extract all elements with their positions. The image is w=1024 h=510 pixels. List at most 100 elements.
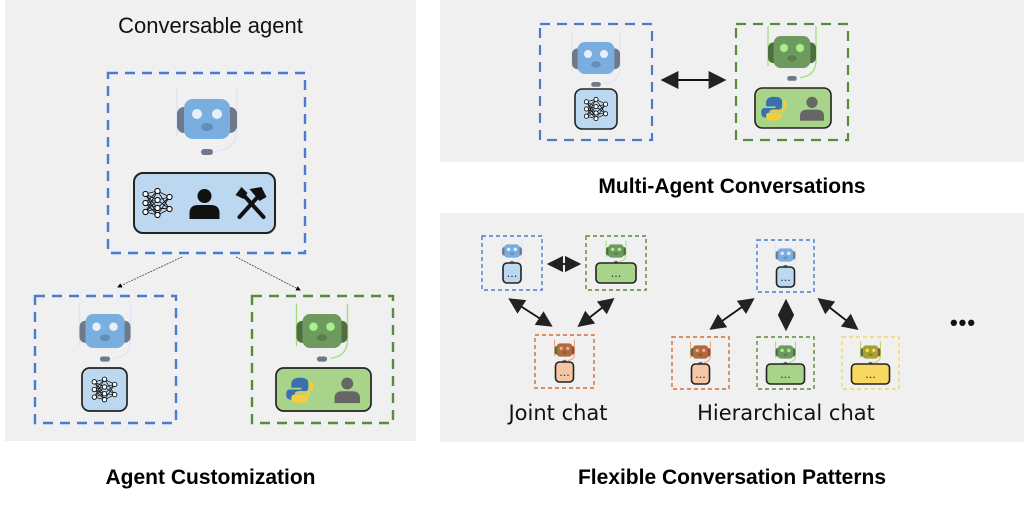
robot-icon: [78, 303, 132, 362]
tools-icon: [235, 187, 267, 219]
patterns-caption: Flexible Conversation Patterns: [577, 466, 887, 489]
headset-wire: [775, 244, 796, 267]
headset-wire: [554, 339, 575, 362]
derive-arrow-left: [117, 256, 183, 288]
robot-head: [85, 314, 125, 348]
robot-head: [773, 36, 811, 68]
robot-head: [504, 244, 520, 258]
robot-eye: [600, 50, 608, 58]
message-card: ...: [850, 363, 891, 385]
headset-wire: [501, 240, 523, 263]
robot-head: [184, 99, 230, 139]
robot-eye: [787, 251, 791, 256]
robot-eye: [92, 322, 101, 331]
robot-icon: [176, 87, 238, 155]
main-agent-frame: [106, 71, 307, 255]
card-background: [690, 363, 711, 385]
capability-card: [81, 367, 128, 412]
robot-mouth: [99, 334, 111, 342]
small-agent-frame: [671, 336, 730, 390]
robot-icon: [501, 240, 523, 263]
robot-eye: [566, 346, 570, 350]
mic: [316, 356, 328, 362]
small-agent-frame: [534, 334, 595, 389]
headset-wire: [78, 303, 132, 359]
agent-frame: [734, 22, 850, 142]
mic: [591, 82, 601, 87]
multi-agent-caption: Multi-Agent Conversations: [598, 175, 866, 198]
more-patterns-ellipsis: •••: [949, 310, 977, 335]
robot-icon: [860, 341, 881, 364]
robot-icon: [775, 341, 796, 364]
child-agent-frame: [250, 294, 395, 425]
small-agent-frame: [756, 336, 815, 390]
robot-eye: [584, 50, 592, 58]
human-icon: [334, 377, 360, 404]
message-card: ...: [775, 266, 796, 288]
robot-eye: [780, 348, 784, 352]
robot-mouth: [698, 353, 703, 356]
robot-eye: [507, 247, 511, 252]
robot-head: [608, 244, 624, 258]
robot-eye: [865, 348, 869, 352]
card-ellipsis: ...: [611, 267, 622, 280]
small-agent-frame: [756, 239, 815, 293]
robot-head: [302, 314, 342, 348]
mic: [787, 76, 797, 81]
capability-card: [754, 87, 832, 129]
capability-card: [133, 172, 276, 234]
card-ellipsis: ...: [780, 368, 791, 381]
small-agent-frame: [481, 235, 543, 291]
card-ellipsis: ...: [780, 271, 791, 284]
capability-card: [275, 367, 372, 412]
python-icon: [286, 377, 314, 404]
robot-mouth: [614, 252, 618, 255]
headset-wire: [605, 240, 627, 263]
headset-wire: [295, 303, 349, 359]
agent-customization-caption: Agent Customization: [105, 466, 316, 489]
robot-mouth: [868, 353, 873, 356]
python-icon: [761, 96, 787, 121]
mic: [99, 356, 111, 362]
robot-mouth: [783, 353, 788, 356]
small-agent-frame: [841, 336, 900, 390]
robot-head: [556, 343, 573, 357]
robot-mouth: [510, 252, 514, 255]
robot-eye: [513, 247, 517, 252]
robot-mouth: [201, 123, 213, 131]
joint-chat-label: Joint chat: [508, 401, 608, 425]
small-agent-frame: [585, 235, 647, 291]
card-background: [502, 262, 522, 284]
robot-eye: [109, 322, 118, 331]
robot-mouth: [591, 61, 601, 68]
robot-head: [692, 345, 709, 359]
robot-eye: [796, 44, 804, 52]
neural-network-icon: [142, 187, 173, 219]
mic: [201, 149, 213, 155]
joint-arrow-left: [508, 298, 553, 327]
message-card: ...: [554, 361, 575, 383]
robot-eye: [212, 109, 222, 119]
message-card: ...: [690, 363, 711, 385]
robot-icon: [295, 303, 349, 362]
message-card: ...: [595, 262, 637, 284]
robot-icon: [690, 341, 711, 364]
robot-mouth: [562, 351, 567, 354]
message-card: ...: [502, 262, 522, 284]
card-ellipsis: ...: [507, 267, 518, 280]
child-agent-frame: [33, 294, 178, 425]
robot-head: [577, 42, 615, 74]
human-icon: [189, 189, 220, 219]
card-background: [850, 363, 891, 385]
hierarchical-chat-label: Hierarchical chat: [697, 401, 875, 425]
robot-eye: [787, 348, 791, 352]
robot-icon: [571, 32, 621, 87]
robot-eye: [617, 247, 621, 252]
robot-eye: [192, 109, 202, 119]
robot-icon: [554, 339, 575, 362]
hier-arrow-left: [709, 298, 755, 330]
headset-wire: [775, 341, 796, 364]
robot-icon: [767, 26, 817, 81]
robot-icon: [775, 244, 796, 267]
robot-eye: [559, 346, 563, 350]
